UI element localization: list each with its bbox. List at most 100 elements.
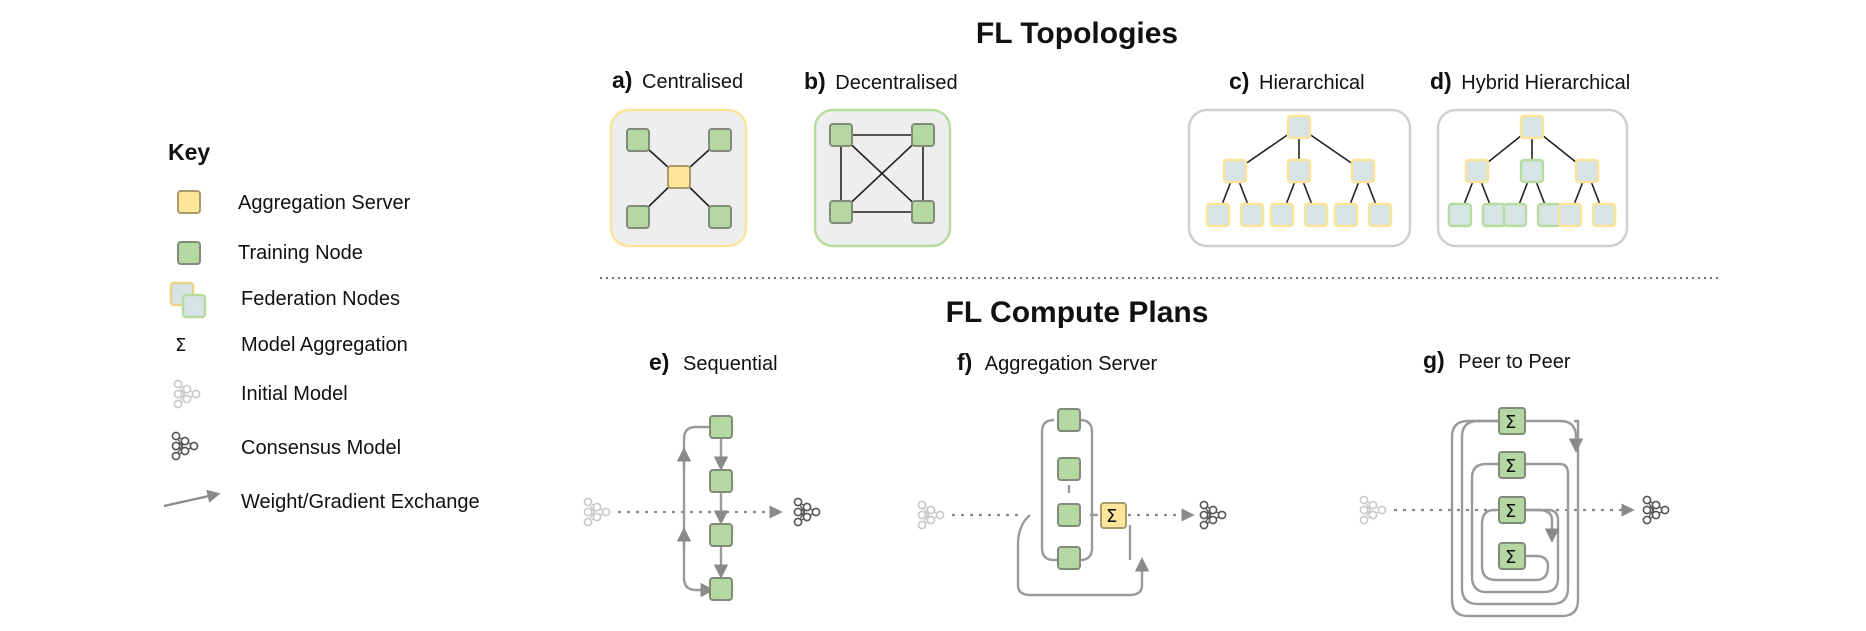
consensus-model-icon xyxy=(1642,495,1670,525)
training-node xyxy=(626,205,650,229)
aggregation-server xyxy=(667,165,691,189)
key-label-initial-model: Initial Model xyxy=(241,383,348,405)
topology-d-name: Hybrid Hierarchical xyxy=(1461,72,1630,94)
plan-e-letter: e) xyxy=(649,349,669,375)
sigma-icon: Σ xyxy=(1106,506,1117,527)
federation-leaf-node xyxy=(1557,202,1583,228)
plan-g-label: g) Peer to Peer xyxy=(1423,347,1571,373)
plan-aggregation-server-diagram: Σ xyxy=(917,408,1227,597)
sigma-icon: Σ xyxy=(1505,456,1516,477)
training-node xyxy=(1057,408,1081,432)
topology-a-name: Centralised xyxy=(642,71,743,93)
aggregation-server-icon xyxy=(177,190,201,214)
initial-model-glyph xyxy=(173,379,201,409)
consensus-model-glyph xyxy=(171,431,199,461)
plan-g-name: Peer to Peer xyxy=(1458,351,1571,373)
topology-decentralised-diagram xyxy=(813,108,952,248)
training-node xyxy=(709,415,733,439)
initial-model-icon xyxy=(917,500,945,530)
key-label-federation-nodes: Federation Nodes xyxy=(241,288,400,310)
consensus-model-glyph xyxy=(1642,495,1670,525)
consensus-model-glyph xyxy=(793,497,821,527)
initial-model-icon xyxy=(173,379,201,409)
initial-model-glyph xyxy=(917,500,945,530)
initial-model-glyph xyxy=(583,497,611,527)
key-label-consensus-model: Consensus Model xyxy=(241,437,401,459)
training-node-icon xyxy=(177,241,201,265)
plan-f-name: Aggregation Server xyxy=(985,353,1158,375)
consensus-model-icon xyxy=(793,497,821,527)
topology-d-label: d) Hybrid Hierarchical xyxy=(1430,68,1630,94)
topology-c-label: c) Hierarchical xyxy=(1229,68,1365,94)
federation-leaf-node xyxy=(1481,202,1507,228)
training-node xyxy=(708,128,732,152)
topology-d-letter: d) xyxy=(1430,68,1452,94)
federation-mid-node xyxy=(1519,158,1545,184)
training-node xyxy=(709,523,733,547)
sigma-icon: Σ xyxy=(175,335,186,356)
topology-hierarchical-diagram xyxy=(1187,108,1412,248)
sigma-icon: Σ xyxy=(1505,501,1516,522)
federation-mid-node xyxy=(1464,158,1490,184)
federation-leaf-node xyxy=(1447,202,1473,228)
federation-leaf-node xyxy=(1536,202,1562,228)
federation-root-node xyxy=(1286,114,1312,140)
plan-e-label: e) Sequential xyxy=(649,349,778,375)
federation-mid-node xyxy=(1286,158,1312,184)
plan-f-label: f) Aggregation Server xyxy=(957,349,1157,375)
federation-leaf-node xyxy=(1303,202,1329,228)
federation-leaf-node xyxy=(1591,202,1617,228)
plan-sequential-diagram xyxy=(583,415,821,601)
training-node xyxy=(1057,546,1081,570)
federation-leaf-node xyxy=(1502,202,1528,228)
federation-mid-node xyxy=(1350,158,1376,184)
training-node xyxy=(911,200,935,224)
topology-c-letter: c) xyxy=(1229,68,1249,94)
key-label-aggregation-server: Aggregation Server xyxy=(238,192,411,214)
key-label-training-node: Training Node xyxy=(238,242,363,264)
topology-b-letter: b) xyxy=(804,68,826,94)
training-node xyxy=(709,469,733,493)
training-node xyxy=(1057,457,1081,481)
sigma-icon: Σ xyxy=(1505,412,1516,433)
plan-f-letter: f) xyxy=(957,349,972,375)
federation-leaf-node xyxy=(1205,202,1231,228)
federation-leaf-node xyxy=(1367,202,1393,228)
training-node xyxy=(708,205,732,229)
key-label-weight-exchange: Weight/Gradient Exchange xyxy=(241,491,480,513)
federation-leaf-node xyxy=(1269,202,1295,228)
topology-centralised-diagram xyxy=(609,108,748,248)
training-node xyxy=(829,123,853,147)
consensus-model-icon xyxy=(1199,500,1227,530)
federation-root-node xyxy=(1519,114,1545,140)
topology-a-label: a) Centralised xyxy=(612,67,743,93)
peer-node: Σ xyxy=(1498,542,1526,570)
peer-node: Σ xyxy=(1498,407,1526,435)
training-node xyxy=(1057,503,1081,527)
plan-e-name: Sequential xyxy=(683,353,778,375)
aggregation-server-node: Σ xyxy=(1100,502,1127,529)
initial-model-glyph xyxy=(1359,495,1387,525)
topology-b-label: b) Decentralised xyxy=(804,68,958,94)
consensus-model-icon xyxy=(171,431,199,461)
topology-b-name: Decentralised xyxy=(835,72,957,94)
key-legend: Key Aggregation Server Training Node Fed… xyxy=(163,139,480,513)
plan-g-letter: g) xyxy=(1423,347,1445,373)
federation-mid-node xyxy=(1574,158,1600,184)
topology-a-letter: a) xyxy=(612,67,632,93)
topology-hybrid-hierarchical-diagram xyxy=(1436,108,1629,248)
federation-mid-node xyxy=(1222,158,1248,184)
arrow-icon xyxy=(163,489,221,508)
federation-leaf-node xyxy=(1333,202,1359,228)
peer-node: Σ xyxy=(1498,451,1526,479)
sigma-icon: Σ xyxy=(1505,547,1516,568)
key-label-model-aggregation: Model Aggregation xyxy=(241,334,408,356)
topology-c-name: Hierarchical xyxy=(1259,72,1365,94)
initial-model-icon xyxy=(1359,495,1387,525)
training-node xyxy=(829,200,853,224)
training-node xyxy=(911,123,935,147)
topologies-title: FL Topologies xyxy=(976,17,1178,50)
peer-node: Σ xyxy=(1498,496,1526,524)
training-node xyxy=(626,128,650,152)
